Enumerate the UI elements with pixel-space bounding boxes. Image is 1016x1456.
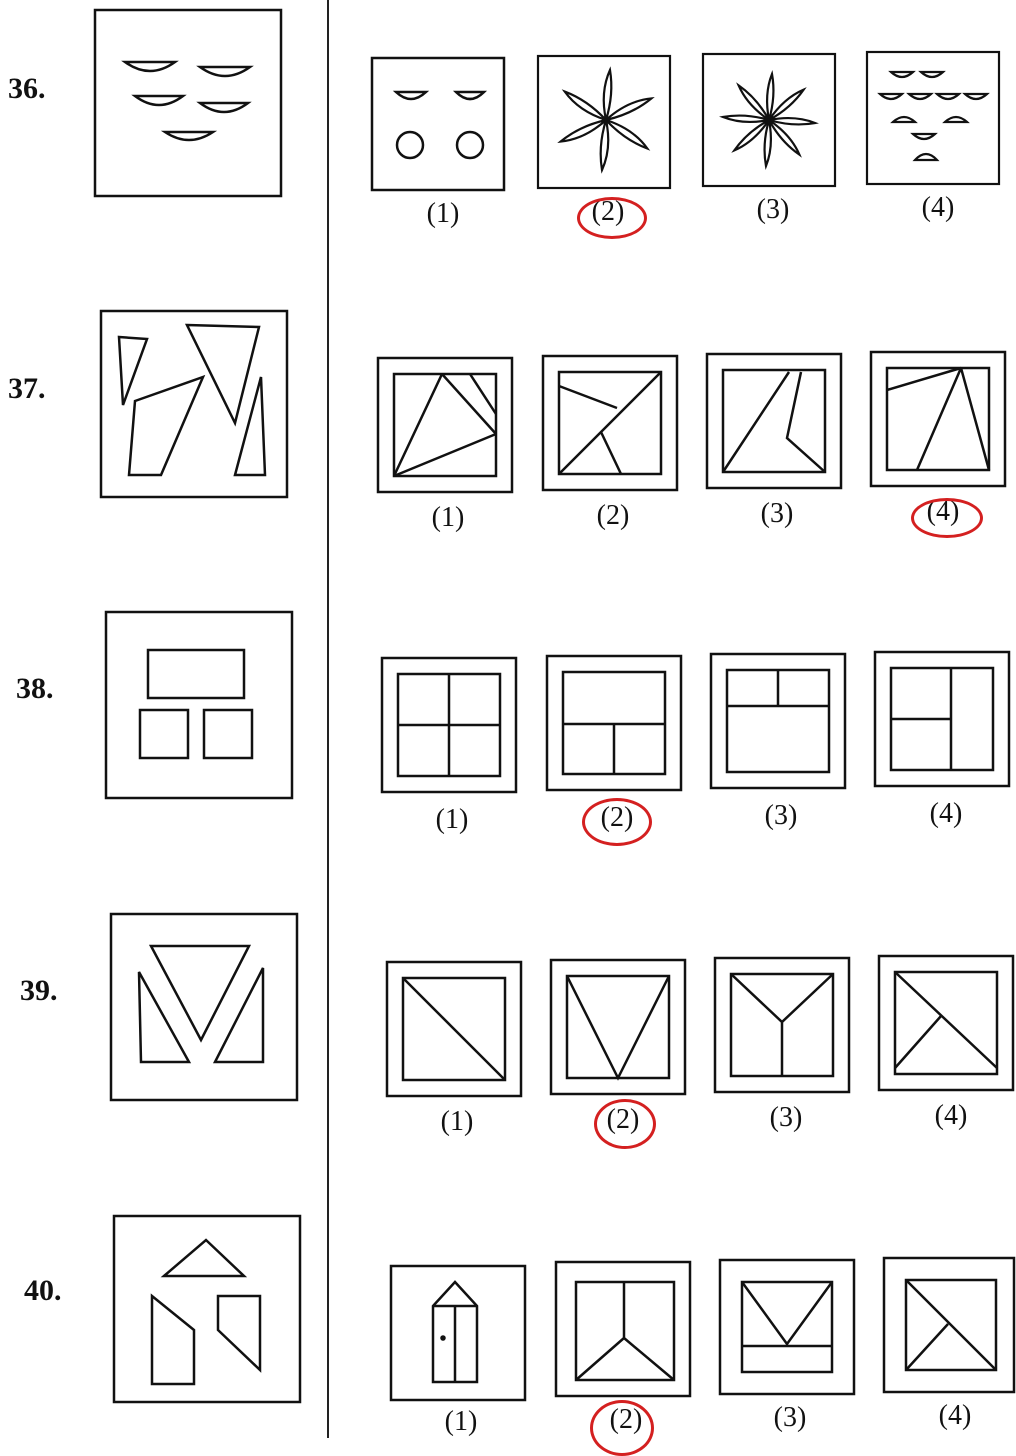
answer-circle-36	[577, 197, 647, 239]
question-39-option-3-figure[interactable]	[713, 956, 851, 1094]
question-40-option-4-figure[interactable]	[882, 1256, 1016, 1394]
question-39-option-4-figure[interactable]	[877, 954, 1015, 1092]
question-38-option-1-figure[interactable]	[380, 656, 518, 794]
question-38-option-2-figure[interactable]	[545, 654, 683, 792]
answer-circle-38	[582, 798, 652, 846]
question-40-option-2-figure[interactable]	[554, 1260, 692, 1398]
question-40-figure	[112, 1214, 302, 1404]
question-38-option-4-figure[interactable]	[873, 650, 1011, 788]
question-40-option-3-label: (3)	[774, 1404, 807, 1432]
question-36-option-4-label: (4)	[922, 194, 955, 222]
question-38-option-3-label: (3)	[765, 802, 798, 830]
question-number-40: 40.	[24, 1276, 62, 1306]
question-38-option-1-label: (1)	[436, 806, 469, 834]
question-number-39: 39.	[20, 976, 58, 1006]
question-40-option-1-label: (1)	[445, 1408, 478, 1436]
question-38-option-3-figure[interactable]	[709, 652, 847, 790]
question-36-option-1-figure[interactable]	[370, 56, 506, 192]
question-39-option-1-label: (1)	[441, 1108, 474, 1136]
question-36-option-1-label: (1)	[427, 200, 460, 228]
question-37-option-2-label: (2)	[597, 502, 630, 530]
question-number-38: 38.	[16, 674, 54, 704]
question-36-option-4-figure[interactable]	[865, 50, 1001, 186]
question-36-figure	[93, 8, 283, 198]
question-37-option-1-figure[interactable]	[376, 356, 514, 494]
question-37-option-3-figure[interactable]	[705, 352, 843, 490]
question-number-37: 37.	[8, 374, 46, 404]
question-37-figure	[99, 309, 289, 499]
question-number-36: 36.	[8, 74, 46, 104]
question-39-option-3-label: (3)	[770, 1104, 803, 1132]
question-38-option-4-label: (4)	[930, 800, 963, 828]
question-39-figure	[109, 912, 299, 1102]
question-37-option-1-label: (1)	[432, 504, 465, 532]
question-39-option-4-label: (4)	[935, 1102, 968, 1130]
answer-circle-37	[911, 498, 983, 538]
question-36-option-3-figure[interactable]	[701, 52, 837, 188]
question-40-option-3-figure[interactable]	[718, 1258, 856, 1396]
answer-circle-39	[594, 1099, 656, 1149]
question-40-option-4-label: (4)	[939, 1402, 972, 1430]
question-37-option-2-figure[interactable]	[541, 354, 679, 492]
question-39-option-1-figure[interactable]	[385, 960, 523, 1098]
question-39-option-2-figure[interactable]	[549, 958, 687, 1096]
question-36-option-3-label: (3)	[757, 196, 790, 224]
answer-circle-40	[590, 1400, 654, 1456]
question-40-option-1-figure[interactable]	[389, 1264, 527, 1402]
question-38-figure	[104, 610, 294, 800]
question-36-option-2-figure[interactable]	[536, 54, 672, 190]
question-37-option-4-figure[interactable]	[869, 350, 1007, 488]
question-37-option-3-label: (3)	[761, 500, 794, 528]
column-divider	[327, 0, 329, 1438]
